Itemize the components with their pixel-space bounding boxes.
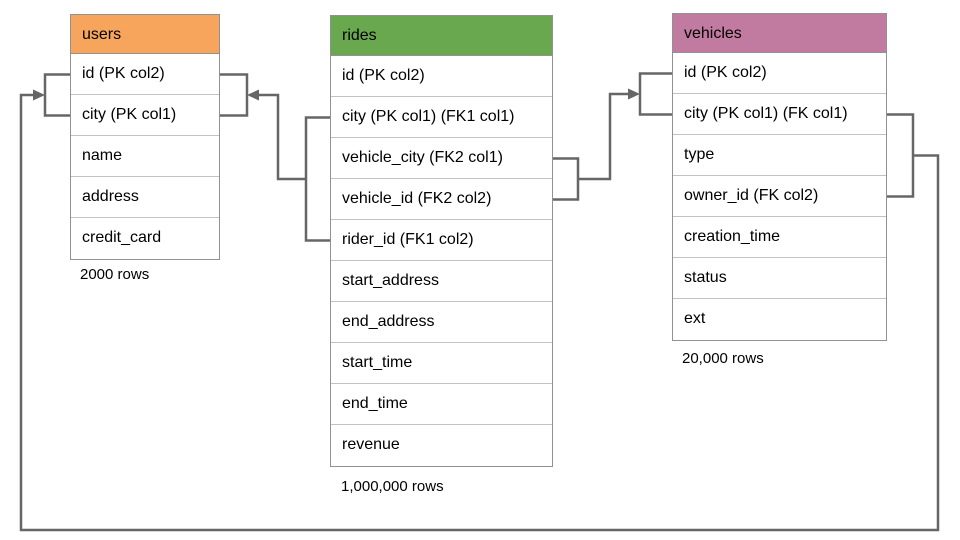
table-rides-column-city: city (PK col1) (FK1 col1) (331, 97, 552, 138)
table-vehicles-column-owner-id: owner_id (FK col2) (673, 176, 886, 217)
table-vehicles-column-status: status (673, 258, 886, 299)
rides-row-count: 1,000,000 rows (341, 478, 444, 495)
table-rides-column-end-address: end_address (331, 302, 552, 343)
table-vehicles-column-city: city (PK col1) (FK col1) (673, 94, 886, 135)
rides-to-users-connector (259, 93, 330, 242)
table-rides-column-vehicle-id: vehicle_id (FK2 col2) (331, 179, 552, 220)
table-vehicles: vehicles id (PK col2) city (PK col1) (FK… (672, 13, 887, 341)
vehicles-left-bracket (638, 72, 672, 116)
arrowhead-into-users-left (33, 89, 45, 101)
table-users-header: users (71, 15, 219, 54)
table-users: users id (PK col2) city (PK col1) name a… (70, 14, 220, 260)
users-right-bracket (220, 73, 249, 117)
table-rides-column-vehicle-city: vehicle_city (FK2 col1) (331, 138, 552, 179)
table-vehicles-column-ext: ext (673, 299, 886, 340)
table-users-column-city: city (PK col1) (71, 95, 219, 136)
table-users-column-id: id (PK col2) (71, 54, 219, 95)
users-left-bracket (43, 73, 70, 117)
arrowhead-into-users-right (247, 89, 259, 101)
table-vehicles-column-id: id (PK col2) (673, 53, 886, 94)
vehicles-row-count: 20,000 rows (682, 350, 764, 367)
table-users-column-address: address (71, 177, 219, 218)
vehicles-right-bracket (887, 113, 915, 198)
table-rides: rides id (PK col2) city (PK col1) (FK1 c… (330, 15, 553, 467)
table-rides-column-id: id (PK col2) (331, 56, 552, 97)
table-users-column-name: name (71, 136, 219, 177)
table-vehicles-column-type: type (673, 135, 886, 176)
arrowhead-into-vehicles-left (628, 88, 640, 100)
vehicles-to-users-loop (19, 93, 940, 532)
table-rides-column-end-time: end_time (331, 384, 552, 425)
table-vehicles-column-creation-time: creation_time (673, 217, 886, 258)
table-rides-column-rider-id: rider_id (FK1 col2) (331, 220, 552, 261)
table-rides-header: rides (331, 16, 552, 56)
table-rides-column-revenue: revenue (331, 425, 552, 466)
table-rides-column-start-time: start_time (331, 343, 552, 384)
table-users-column-credit-card: credit_card (71, 218, 219, 259)
table-rides-column-start-address: start_address (331, 261, 552, 302)
users-row-count: 2000 rows (80, 266, 150, 283)
rides-to-vehicles-connector (552, 92, 628, 201)
table-vehicles-header: vehicles (673, 14, 886, 53)
